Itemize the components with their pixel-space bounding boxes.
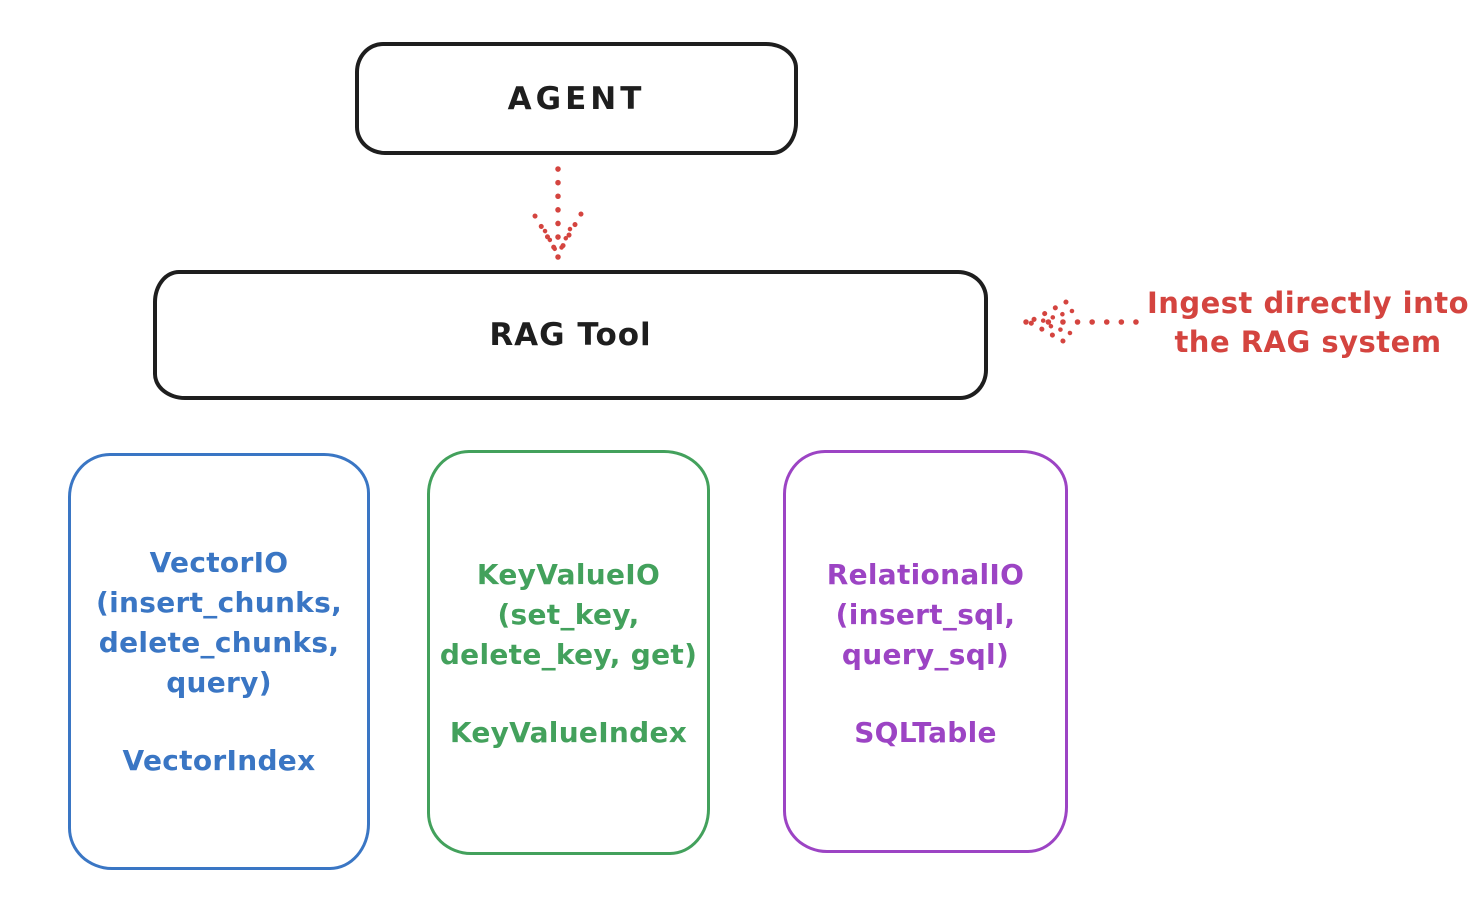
rag-tool-box: RAG Tool xyxy=(153,270,988,400)
vector-io-box: VectorIO (insert_chunks, delete_chunks, … xyxy=(68,453,370,870)
ingest-annotation: Ingest directly into the RAG system xyxy=(1138,284,1478,362)
ingest-annotation-line2: the RAG system xyxy=(1174,325,1442,359)
vector-index-label: VectorIndex xyxy=(122,744,316,777)
relational-io-title: RelationalIO xyxy=(826,558,1025,591)
vector-io-methods-line2: delete_chunks, xyxy=(98,626,340,659)
agent-box: AGENT xyxy=(355,42,798,155)
relational-io-box: RelationalIO (insert_sql, query_sql) SQL… xyxy=(783,450,1068,853)
vector-io-title: VectorIO xyxy=(149,546,289,579)
agent-to-rag-tool-arrow xyxy=(532,166,584,260)
keyvalue-index-label: KeyValueIndex xyxy=(449,716,688,749)
agent-label: AGENT xyxy=(507,80,646,117)
relational-io-methods-line1: (insert_sql, xyxy=(835,598,1016,631)
ingest-annotation-line1: Ingest directly into xyxy=(1146,286,1470,320)
rag-tool-label: RAG Tool xyxy=(489,317,652,353)
keyvalue-io-title: KeyValueIO xyxy=(476,558,661,591)
relational-io-methods-line2: query_sql) xyxy=(841,638,1010,671)
keyvalue-io-methods-line1: (set_key, xyxy=(497,598,640,631)
vector-io-methods-line3: query) xyxy=(166,666,272,699)
keyvalue-io-box: KeyValueIO (set_key, delete_key, get) Ke… xyxy=(427,450,710,855)
sql-table-label: SQLTable xyxy=(854,716,997,749)
vector-io-methods-line1: (insert_chunks, xyxy=(96,586,342,619)
ingest-into-rag-tool-arrow xyxy=(1023,299,1139,344)
keyvalue-io-methods-line2: delete_key, get) xyxy=(439,638,698,671)
